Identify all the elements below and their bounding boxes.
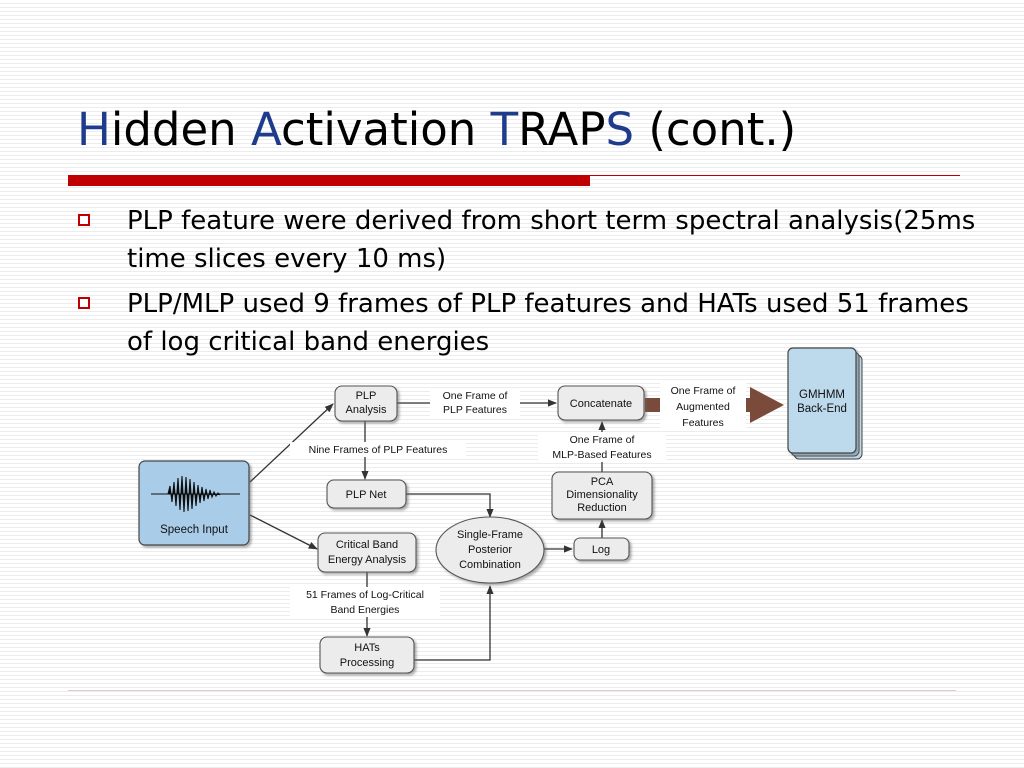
pca-node: PCA Dimensionality Reduction: [551, 471, 653, 520]
title-text: idden: [110, 103, 251, 156]
title-rule-thick: [68, 175, 590, 186]
log-label: Log: [592, 544, 610, 556]
title-rule-thin: [590, 175, 960, 176]
edge-label-augmented-line2: Augmented: [676, 401, 730, 413]
edge-label-one-frame-plp-line1: One Frame of: [443, 390, 508, 402]
footer-rule: [68, 690, 956, 691]
waveform-icon: [151, 475, 240, 513]
speech-input-label: Speech Input: [160, 524, 229, 536]
title-accent-letter: A: [251, 103, 281, 156]
hats-label-line1: HATs: [354, 642, 380, 654]
title-accent-letter: S: [605, 103, 635, 156]
slide-title: Hidden Activation TRAPS (cont.): [77, 100, 796, 160]
edge-label-augmented-line3: Features: [682, 417, 723, 429]
edge-label-51-frames-line1: 51 Frames of Log-Critical: [306, 589, 424, 601]
edge-label-nine-frames: Nine Frames of PLP Features: [309, 444, 448, 456]
bullet-text: PLP/MLP used 9 frames of PLP features an…: [127, 289, 969, 357]
gmhmm-label-line1: GMHMM: [799, 389, 845, 401]
pca-label-line2: Dimensionality: [566, 489, 638, 501]
bullet-text: PLP feature were derived from short term…: [127, 206, 976, 274]
log-node: Log: [573, 537, 630, 561]
plp-net-node: PLP Net: [326, 479, 407, 509]
critical-band-node: Critical Band Energy Analysis: [317, 532, 417, 573]
hats-node: HATs Processing: [319, 636, 415, 674]
single-frame-label-line3: Combination: [459, 559, 521, 571]
single-frame-label-line1: Single-Frame: [457, 529, 523, 541]
title-text: (cont.): [634, 103, 797, 156]
pca-label-line1: PCA: [591, 476, 614, 488]
speech-input-node: Speech Input: [138, 460, 250, 546]
gmhmm-label-line2: Back-End: [797, 403, 847, 415]
concatenate-node: Concatenate: [557, 385, 645, 421]
hats-label-line2: Processing: [340, 657, 394, 669]
critical-band-label-line2: Energy Analysis: [328, 554, 407, 566]
edge-label-one-frame-plp-line2: PLP Features: [443, 404, 507, 416]
single-frame-label-line2: Posterior: [468, 544, 512, 556]
title-text: ctivation: [281, 103, 491, 156]
critical-band-label-line1: Critical Band: [336, 539, 398, 551]
title-text: RAP: [518, 103, 606, 156]
plp-analysis-label-line2: Analysis: [346, 404, 387, 416]
single-frame-node: Single-Frame Posterior Combination: [435, 516, 545, 584]
gmhmm-node: GMHMM Back-End: [787, 347, 863, 460]
title-accent-letter: H: [77, 103, 111, 156]
plp-analysis-node: PLP Analysis: [334, 385, 398, 422]
edge-label-mlp-line1: One Frame of: [570, 434, 635, 446]
concatenate-label: Concatenate: [570, 398, 632, 410]
bullet-square-icon: [78, 297, 90, 309]
plp-analysis-label-line1: PLP: [356, 390, 377, 402]
plp-net-label: PLP Net: [346, 489, 387, 501]
edge-label-51-frames-line2: Band Energies: [331, 604, 400, 616]
bullet-square-icon: [78, 214, 90, 226]
edge-label-augmented-line1: One Frame of: [671, 385, 736, 397]
pca-label-line3: Reduction: [577, 502, 627, 514]
edge-label-mlp-line2: MLP-Based Features: [552, 449, 651, 461]
title-accent-letter: T: [490, 103, 519, 156]
